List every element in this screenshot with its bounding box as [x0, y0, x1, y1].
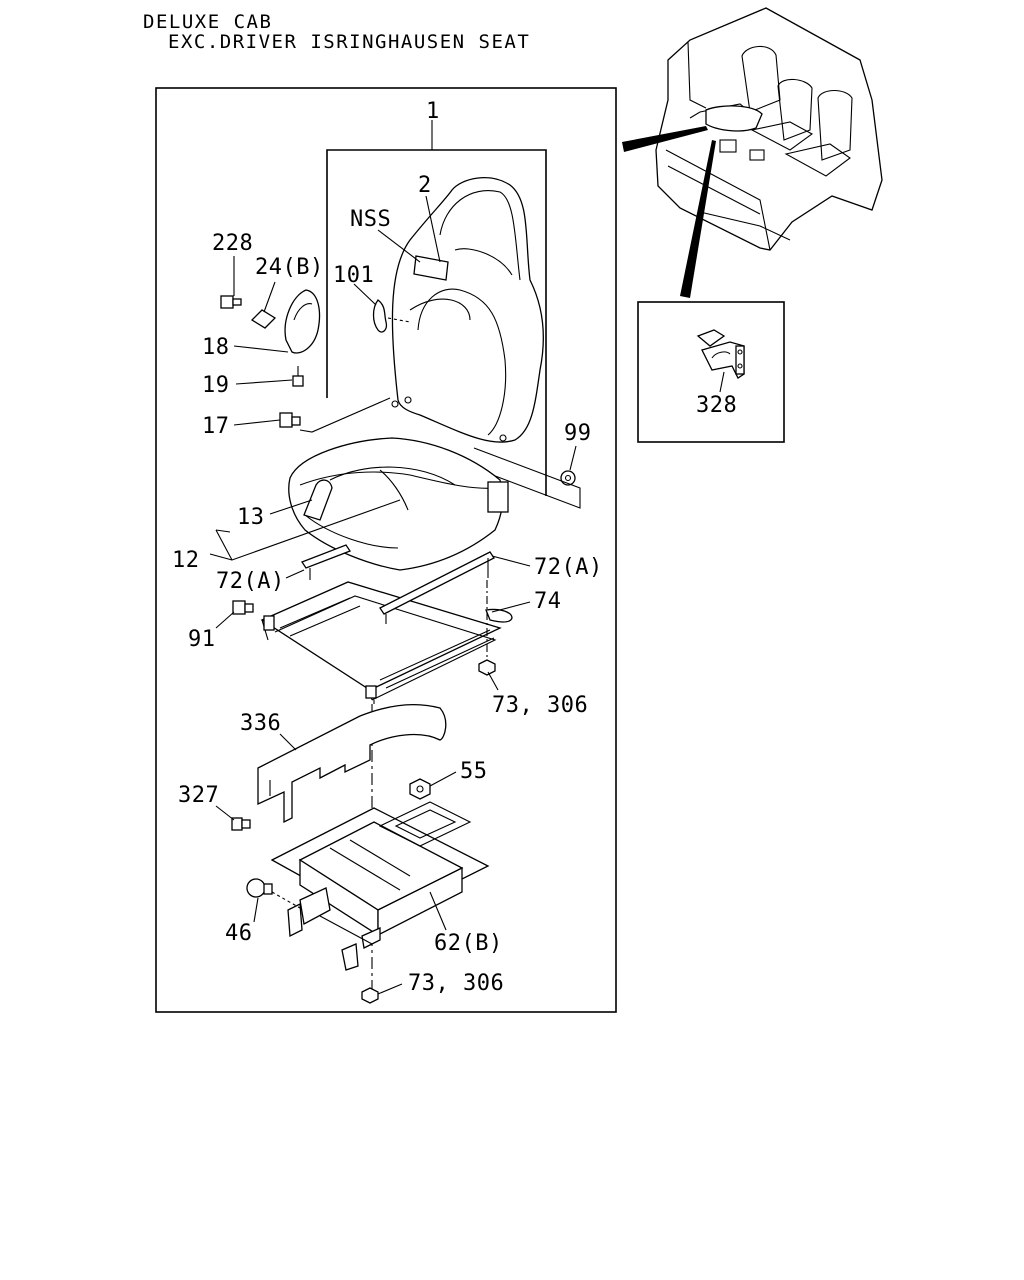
cab-overview	[655, 7, 883, 251]
callout-1: 1	[426, 99, 440, 124]
nut-73-306-upper	[478, 580, 496, 676]
pointer-wedge-lower	[680, 140, 716, 298]
screw-19	[292, 366, 304, 387]
callout-91: 91	[188, 627, 216, 652]
bolt-91	[232, 600, 254, 615]
callout-74: 74	[534, 589, 562, 614]
bracket-24b	[250, 309, 277, 329]
slide-rail-frame	[260, 581, 502, 704]
pointer-wedge-upper	[622, 126, 708, 152]
callout-336: 336	[240, 711, 281, 736]
release-lever	[372, 299, 388, 333]
diagram-subtitle: EXC.DRIVER ISRINGHAUSEN SEAT	[168, 31, 531, 53]
nut-55	[409, 778, 431, 800]
detail-box	[637, 301, 785, 443]
callout-72a-left: 72(A)	[216, 569, 285, 594]
riser-cover-336	[257, 704, 447, 824]
callout-nss: NSS	[350, 207, 391, 232]
bolt-46	[246, 878, 301, 909]
washer-99	[560, 470, 576, 486]
callout-73-306-top: 73, 306	[492, 693, 588, 718]
bolt-228	[220, 295, 242, 309]
callout-99: 99	[564, 421, 592, 446]
bolt-327	[231, 817, 251, 831]
callout-12: 12	[172, 548, 200, 573]
callout-17: 17	[202, 414, 230, 439]
callout-328: 328	[696, 393, 737, 418]
slide-lever-74	[485, 608, 513, 623]
seat-riser-62b	[270, 801, 490, 971]
diagram-title: DELUXE CAB	[143, 11, 273, 33]
callout-101: 101	[333, 263, 374, 288]
main-frame	[155, 87, 617, 1013]
callout-24b: 24(B)	[255, 255, 324, 280]
bracket-72a-left	[301, 544, 351, 569]
callout-62b: 62(B)	[434, 931, 503, 956]
bolt-17	[279, 412, 301, 428]
callout-228: 228	[212, 231, 253, 256]
callout-327: 327	[178, 783, 219, 808]
leader-lines	[209, 120, 725, 995]
callout-46: 46	[225, 921, 253, 946]
nut-73-306-lower	[361, 987, 379, 1004]
buckle-bracket-328	[696, 329, 745, 379]
callout-13: 13	[237, 505, 265, 530]
seat-cushion	[288, 437, 509, 571]
callout-2: 2	[418, 173, 432, 198]
cover-18	[284, 289, 321, 354]
seatbelt-buckle	[303, 479, 333, 521]
bracket-72a-right	[379, 551, 495, 615]
callout-72a-right: 72(A)	[534, 555, 603, 580]
callout-55: 55	[460, 759, 488, 784]
callout-73-306-bottom: 73, 306	[408, 971, 504, 996]
seat-back-bracket	[326, 149, 547, 496]
callout-18: 18	[202, 335, 230, 360]
seat-back	[391, 177, 544, 443]
callout-19: 19	[202, 373, 230, 398]
